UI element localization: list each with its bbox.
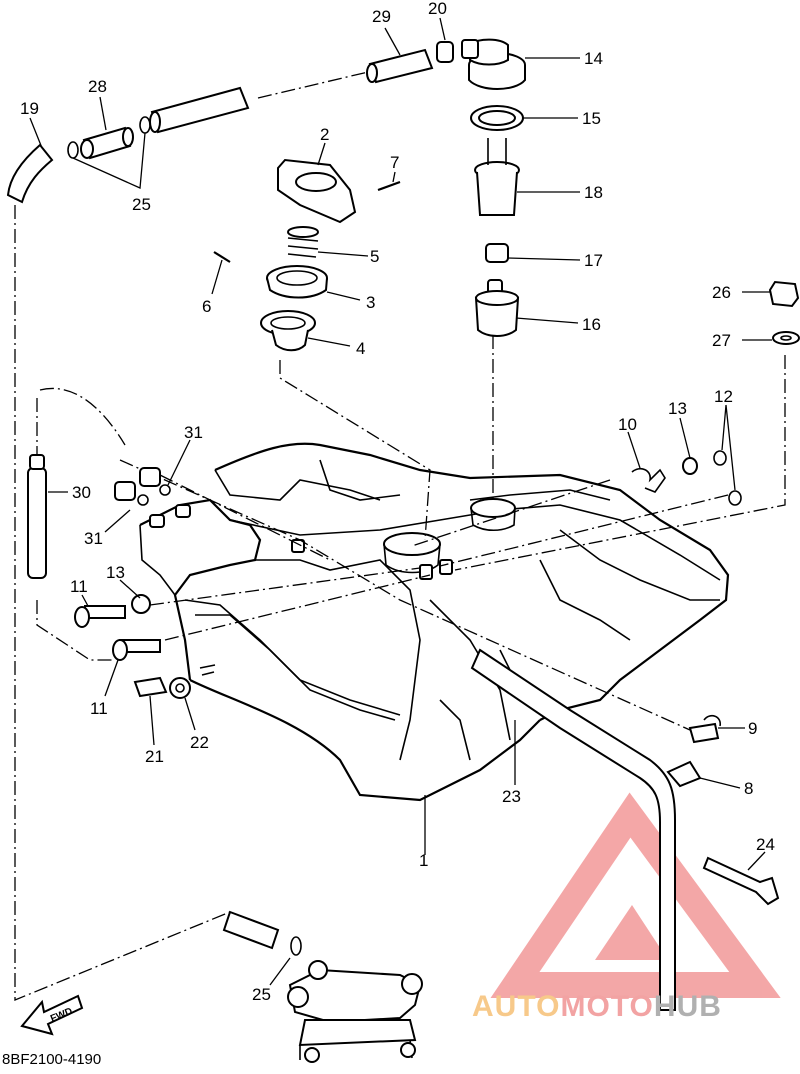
callout-19: 19: [20, 99, 39, 118]
clamp-17: [485, 243, 509, 263]
callout-15: 15: [582, 109, 601, 128]
pin-7: [377, 180, 401, 192]
callout-31-top: 31: [184, 423, 203, 442]
gasket-15: [470, 105, 524, 131]
callout-14: 14: [584, 49, 603, 68]
callout-24: 24: [756, 835, 775, 854]
callout-18: 18: [584, 183, 603, 202]
callout-25-top: 25: [132, 195, 151, 214]
callout-17: 17: [584, 251, 603, 270]
callout-26: 26: [712, 283, 731, 302]
bolt-11-upper: [74, 605, 126, 628]
cap-2: [277, 158, 357, 224]
hose-bottom: [222, 910, 280, 950]
clip-22: [169, 677, 191, 699]
callout-12: 12: [714, 387, 733, 406]
clip-20: [436, 41, 454, 63]
callout-8: 8: [744, 779, 753, 798]
callout-7: 7: [390, 153, 399, 172]
callout-22: 22: [190, 733, 209, 752]
callout-31-bottom: 31: [84, 529, 103, 548]
callout-9: 9: [748, 719, 757, 738]
watermark-hub: HUB: [654, 990, 722, 1023]
callout-13-left: 13: [106, 563, 125, 582]
forward-arrow-icon: FWD: [20, 994, 84, 1036]
callout-20: 20: [428, 0, 447, 18]
bolt-11-lower: [112, 639, 161, 661]
hose-top: [149, 86, 250, 134]
nut-26: [768, 280, 800, 308]
svg-text:AUTOMOTOHUB: AUTOMOTOHUB: [472, 990, 722, 1023]
filler-tube-18: [474, 138, 520, 216]
callout-3: 3: [366, 293, 375, 312]
clamp-10: [631, 468, 666, 493]
callout-25-bottom: 25: [252, 985, 271, 1004]
clip-25-bottom: [290, 936, 302, 956]
callout-5: 5: [370, 247, 379, 266]
cup-4: [260, 310, 316, 352]
callout-11-upper: 11: [70, 577, 88, 596]
fuel-tank: [139, 442, 730, 802]
strap-24: [702, 856, 780, 906]
clip-12: [713, 450, 742, 506]
hose-29: [366, 48, 434, 84]
hose-21: [133, 676, 168, 698]
callout-23: 23: [502, 787, 521, 806]
watermark-auto: AUTO: [472, 990, 560, 1023]
callout-10: 10: [618, 415, 637, 434]
ring-3: [266, 265, 328, 299]
assembly-center-lines: [14, 71, 786, 1001]
callout-30: 30: [72, 483, 91, 502]
fitting-28: [80, 126, 134, 160]
callout-29: 29: [372, 7, 391, 26]
washer-27: [772, 331, 800, 345]
callout-4: 4: [356, 339, 365, 358]
hose-30: [27, 454, 47, 579]
automotohub-watermark-text: AUTOMOTOHUB: [472, 990, 722, 1023]
clamp-9: [688, 714, 721, 744]
callout-1: 1: [419, 851, 428, 870]
fuel-cock: [287, 960, 423, 1063]
fuel-cap-14: [461, 38, 526, 90]
callout-28: 28: [88, 77, 107, 96]
clip-31: [114, 467, 171, 506]
washer-13-left: [131, 594, 151, 614]
callout-11-lower: 11: [90, 699, 108, 718]
callout-leader-lines: [29, 17, 772, 986]
drawing-code: 8BF2100-4190: [2, 1051, 101, 1068]
pin-6: [213, 251, 231, 263]
spring-5: [287, 226, 319, 258]
watermark-moto: MOTO: [560, 990, 653, 1023]
callout-13-right: 13: [668, 399, 687, 418]
callout-21: 21: [145, 747, 164, 766]
automotohub-watermark-logo: [490, 792, 781, 998]
callout-6: 6: [202, 297, 211, 316]
callout-numbers: 29 20 14 28 19 25 2 7 15 18 5 17 6 3 26 …: [20, 0, 775, 1004]
valve-16: [474, 279, 520, 337]
drain-pipe-23: [470, 648, 676, 1011]
fitting-8: [666, 760, 702, 788]
hose-19: [6, 143, 54, 204]
washer-13-right: [682, 457, 698, 475]
callout-16: 16: [582, 315, 601, 334]
callout-27: 27: [712, 331, 731, 350]
callout-2: 2: [320, 125, 329, 144]
